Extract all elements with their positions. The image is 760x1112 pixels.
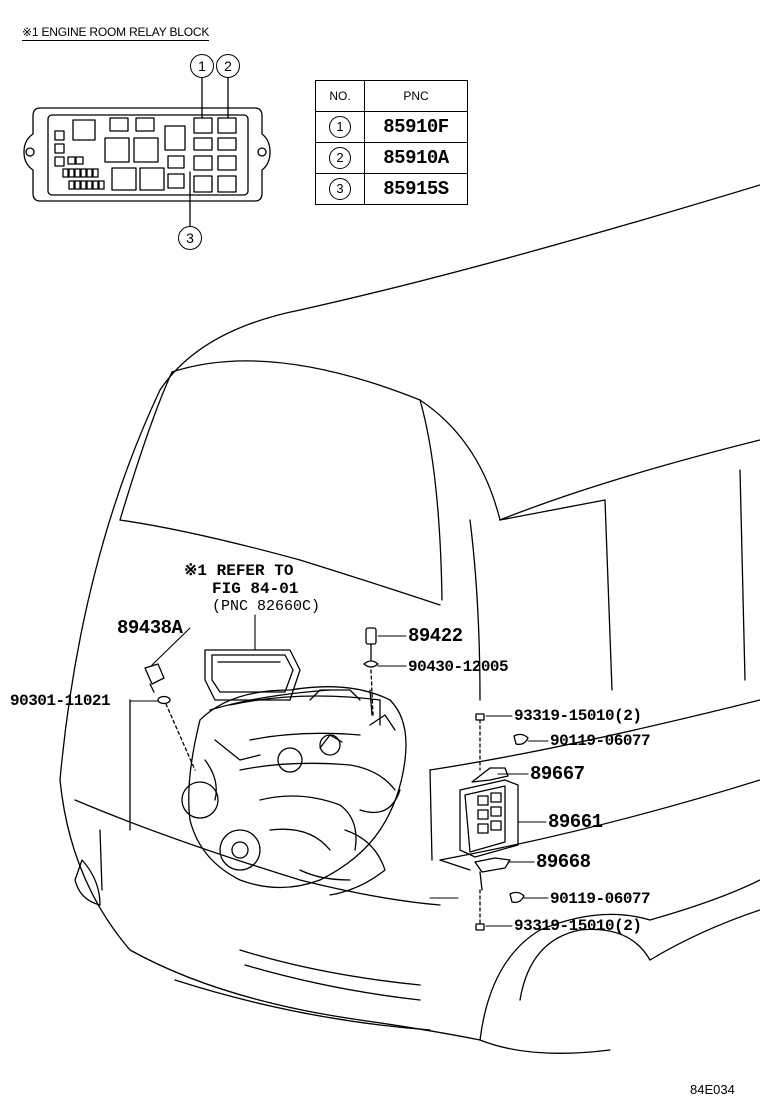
row-number: 3: [329, 178, 351, 200]
leader-lines: [129, 614, 549, 927]
sensors: [144, 627, 379, 771]
header-pnc: PNC: [364, 80, 468, 112]
part-label-90119-06077-bottom: 90119-06077: [550, 890, 651, 908]
part-label-90119-06077-top: 90119-06077: [550, 732, 651, 750]
table-row: 3 85915S: [315, 173, 468, 205]
row-number: 1: [329, 116, 351, 138]
part-label-89661: 89661: [548, 811, 603, 833]
relay-marker-2: 2: [216, 54, 240, 78]
refer-note-line3: (PNC 82660C): [212, 598, 321, 615]
refer-note-line2: FIG 84-01: [212, 580, 299, 598]
row-number: 2: [329, 147, 351, 169]
part-label-93319-15010-top: 93319-15010(2): [514, 707, 642, 725]
relay-block-drawing: [23, 75, 271, 227]
part-label-89668: 89668: [536, 851, 591, 873]
van-body: [59, 184, 760, 1054]
header-no: NO.: [315, 80, 365, 112]
row-pnc: 85910A: [364, 142, 468, 174]
part-label-89667: 89667: [530, 763, 585, 785]
part-label-89438A: 89438A: [117, 617, 183, 639]
part-label-90430-12005: 90430-12005: [408, 658, 509, 676]
relay-block-caption: ※1 ENGINE ROOM RELAY BLOCK: [22, 25, 210, 41]
engine-assembly: [181, 649, 407, 896]
table-row: 2 85910A: [315, 142, 468, 174]
part-label-90301-11021: 90301-11021: [10, 692, 111, 710]
ecu-assembly: [459, 713, 529, 931]
part-label-93319-15010-bottom: 93319-15010(2): [514, 917, 642, 935]
figure-code: 84E034: [690, 1082, 735, 1097]
pnc-table: NO. PNC 1 85910F 2 85910A 3 85915S: [315, 80, 468, 205]
table-row: 1 85910F: [315, 111, 468, 143]
relay-marker-3: 3: [178, 226, 202, 250]
row-pnc: 85910F: [364, 111, 468, 143]
table-header-row: NO. PNC: [315, 80, 468, 112]
part-label-89422: 89422: [408, 625, 463, 647]
refer-note-line1: ※1 REFER TO: [184, 562, 294, 580]
relay-marker-1: 1: [190, 54, 214, 78]
row-pnc: 85915S: [364, 173, 468, 205]
